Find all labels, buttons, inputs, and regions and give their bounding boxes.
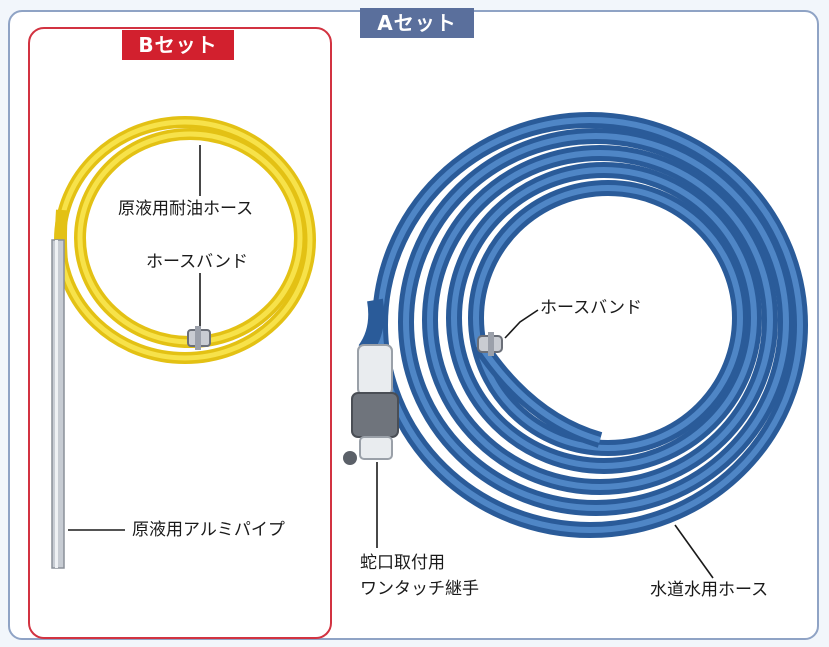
aluminum-pipe-label: 原液用アルミパイプ	[132, 520, 285, 540]
aluminum-pipe-icon	[51, 239, 65, 569]
oil-hose-coil	[54, 116, 316, 364]
faucet-joint-label-line1: 蛇口取付用	[360, 553, 445, 573]
set-b-hose-band-label: ホースバンド	[146, 252, 248, 272]
oil-hose-label: 原液用耐油ホース	[118, 199, 254, 219]
faucet-joint-label-line2: ワンタッチ継手	[360, 579, 479, 599]
set-a-hose-band-label: ホースバンド	[540, 298, 642, 318]
set-a-title-badge: Aセット	[360, 8, 474, 38]
set-b-hose-band-icon	[187, 326, 211, 350]
leader-lines	[68, 145, 714, 579]
set-a-hose-band-icon	[477, 332, 503, 356]
faucet-connector-icon	[343, 344, 399, 465]
water-hose-label: 水道水用ホース	[650, 580, 769, 600]
set-b-title-badge: Bセット	[122, 30, 234, 60]
water-hose-coil	[358, 112, 808, 538]
